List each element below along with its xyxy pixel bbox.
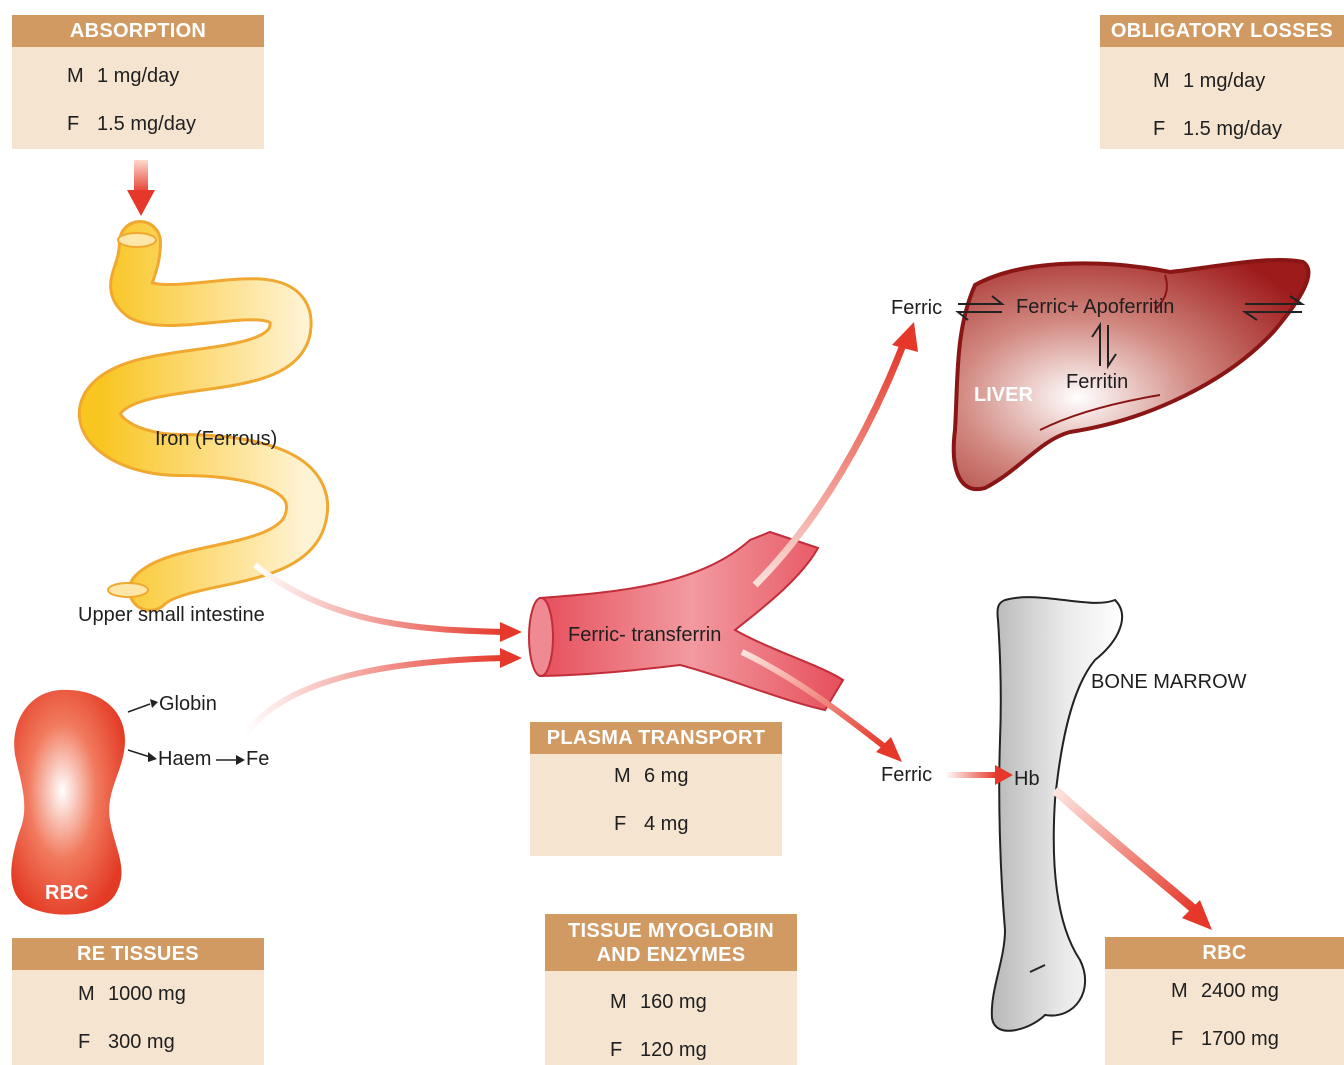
female-label: F (67, 113, 97, 136)
liver-illustration (954, 260, 1309, 489)
obligatory-female-value: 1.5 mg/day (1183, 118, 1282, 140)
ferric-liver-label: Ferric (891, 297, 942, 320)
re-female-value: 300 mg (108, 1031, 175, 1053)
male-label: M (614, 765, 644, 788)
female-label: F (1153, 118, 1183, 141)
globin-arrow (128, 699, 158, 712)
ferric-marrow-label: Ferric (881, 764, 932, 787)
male-label: M (78, 983, 108, 1006)
upper-small-intestine-label: Upper small intestine (78, 604, 265, 627)
male-label: M (1153, 70, 1183, 93)
re-male-value: 1000 mg (108, 983, 186, 1005)
iron-ferrous-label: Iron (Ferrous) (155, 428, 277, 451)
re-tissues-title: RE TISSUES (12, 938, 264, 970)
absorption-title: ABSORPTION (12, 15, 264, 47)
rbc-to-vessel-arrow (245, 648, 522, 735)
intestine-to-vessel-arrow (255, 565, 522, 642)
fe-label: Fe (246, 748, 269, 771)
ferritin-label: Ferritin (1066, 371, 1128, 394)
tissue-title-line2: AND ENZYMES (545, 943, 797, 967)
female-label: F (610, 1039, 640, 1062)
male-label: M (610, 991, 640, 1014)
female-label: F (78, 1031, 108, 1054)
rbc-cell-illustration (11, 690, 125, 915)
bone-illustration (992, 597, 1122, 1031)
plasma-male-value: 6 mg (644, 765, 688, 787)
plasma-transport-title: PLASMA TRANSPORT (530, 722, 782, 754)
absorption-female-value: 1.5 mg/day (97, 113, 196, 135)
absorption-arrow (127, 160, 155, 216)
haem-label: Haem (158, 748, 211, 771)
tissue-female-value: 120 mg (640, 1039, 707, 1061)
rbc-male-value: 2400 mg (1201, 980, 1279, 1002)
haem-to-fe-arrow (216, 755, 245, 765)
haem-arrow (128, 750, 157, 762)
plasma-female-value: 4 mg (644, 813, 688, 835)
ferric-transferrin-label: Ferric- transferrin (568, 624, 721, 647)
absorption-male-value: 1 mg/day (97, 65, 179, 87)
rbc-box-title: RBC (1105, 937, 1344, 969)
hb-label: Hb (1014, 768, 1040, 791)
hb-to-rbc-arrow (1055, 790, 1212, 930)
bone-marrow-label: BONE MARROW (1091, 671, 1247, 694)
liver-label: LIVER (974, 384, 1033, 407)
tissue-myoglobin-title: TISSUE MYOGLOBIN AND ENZYMES (545, 914, 797, 971)
ferric-apoferritin-label: Ferric+ Apoferritin (1016, 296, 1174, 319)
globin-label: Globin (159, 693, 217, 716)
rbc-cell-label: RBC (45, 882, 88, 905)
obligatory-losses-title: OBLIGATORY LOSSES (1100, 15, 1344, 47)
male-label: M (67, 65, 97, 88)
female-label: F (614, 813, 644, 836)
obligatory-male-value: 1 mg/day (1183, 70, 1265, 92)
intestine-illustration (100, 233, 307, 597)
male-label: M (1171, 980, 1201, 1003)
tissue-title-line1: TISSUE MYOGLOBIN (545, 919, 797, 943)
rbc-female-value: 1700 mg (1201, 1028, 1279, 1050)
female-label: F (1171, 1028, 1201, 1051)
tissue-male-value: 160 mg (640, 991, 707, 1013)
